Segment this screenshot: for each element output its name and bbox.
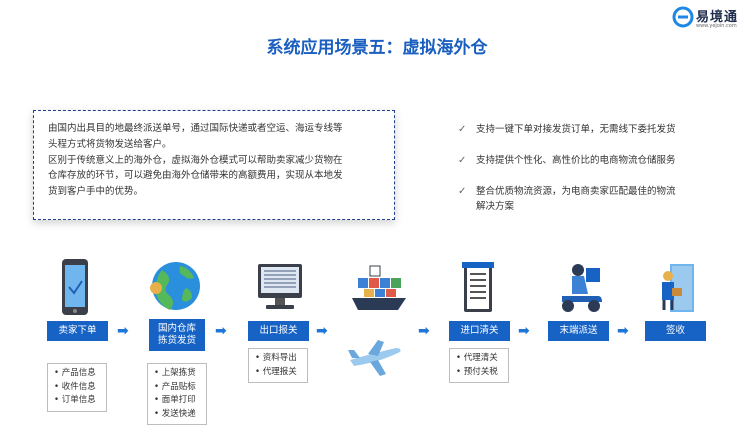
brand-url: www.yejoin.com (696, 23, 737, 29)
feature-item: ✓ 整合优质物流资源，为电商卖家匹配最佳的物流 解决方案 (458, 184, 718, 214)
monitor-icon (258, 264, 302, 309)
step-detail-list: 上架拣货 产品贴标 面单打印 发送快递 (147, 363, 207, 425)
brand-logo-icon (672, 6, 694, 28)
detail-item: 上架拣货 (154, 367, 202, 381)
brand-logo: 易境通 www.yejoin.com (672, 4, 752, 34)
step-domestic-warehouse: 国内仓库 拣货发货 (149, 319, 205, 351)
page-title: 系统应用场景五：虚拟海外仓 (266, 38, 488, 58)
step-label: 国内仓库 拣货发货 (157, 323, 196, 346)
description-line: 由国内出具目的地最终派送单号，通过国际快递或者空运、海运专线等 (48, 123, 343, 134)
detail-item: 产品信息 (54, 367, 102, 381)
detail-item: 收件信息 (54, 381, 102, 395)
arrow-right-icon: ➡ (617, 323, 629, 339)
brand-name: 易境通 (696, 10, 739, 25)
arrow-right-icon: ➡ (316, 323, 328, 339)
step-label: 进口清关 (460, 325, 499, 336)
check-icon: ✓ (458, 186, 467, 197)
step-detail-list: 代理清关 预付关税 (449, 348, 509, 383)
feature-text: 整合优质物流资源，为电商卖家匹配最佳的物流 (476, 186, 676, 197)
detail-item: 资料导出 (255, 352, 303, 366)
delivery-scooter-icon (562, 264, 602, 312)
feature-text: 解决方案 (476, 201, 515, 212)
description-box: 由国内出具目的地最终派送单号，通过国际快递或者空运、海运专线等 头程方式将货物发… (33, 110, 395, 220)
step-label: 出口报关 (259, 325, 298, 336)
step-detail-list: 资料导出 代理报关 (248, 348, 308, 383)
step-label: 签收 (665, 325, 685, 336)
check-icon: ✓ (458, 155, 467, 166)
step-signed: 签收 (645, 321, 706, 341)
arrow-right-icon: ➡ (117, 323, 129, 339)
globe-icon (150, 262, 200, 310)
arrow-right-icon: ➡ (215, 323, 227, 339)
arrow-right-icon: ➡ (518, 323, 530, 339)
step-label: 末端派送 (559, 325, 598, 336)
smartphone-icon (62, 259, 88, 315)
feature-item: ✓ 支持一键下单对接发货订单，无需线下委托发货 (458, 122, 718, 137)
check-icon: ✓ (458, 124, 467, 135)
arrow-right-icon: ➡ (418, 323, 430, 339)
step-label: 卖家下单 (58, 325, 97, 336)
step-export-declaration: 出口报关 (248, 321, 309, 341)
description-line: 仓库存放的环节，可以避免由海外仓储带来的高额费用，实现从本地发 (48, 170, 343, 182)
feature-list: ✓ 支持一键下单对接发货订单，无需线下委托发货 ✓ 支持提供个性化、高性价比的电… (458, 122, 718, 230)
document-icon (462, 262, 494, 312)
detail-item: 发送快递 (154, 408, 202, 422)
step-last-mile: 末端派送 (548, 321, 609, 341)
detail-item: 预付关税 (456, 366, 504, 380)
description-line: 货到客户手中的优势。 (48, 186, 144, 198)
step-seller-order: 卖家下单 (47, 321, 108, 341)
detail-item: 代理清关 (456, 352, 504, 366)
feature-text: 支持一键下单对接发货订单，无需线下委托发货 (476, 124, 676, 135)
cargo-ship-icon (352, 265, 406, 310)
door-delivery-icon (662, 264, 694, 312)
detail-item: 订单信息 (54, 394, 102, 408)
airplane-icon (348, 340, 401, 376)
description-line: 头程方式将货物发送给客户。 (48, 138, 172, 150)
detail-item: 代理报关 (255, 366, 303, 380)
detail-item: 面单打印 (154, 394, 202, 408)
detail-item: 产品贴标 (154, 381, 202, 395)
feature-item: ✓ 支持提供个性化、高性价比的电商物流仓储服务 (458, 153, 718, 168)
step-import-clearance: 进口清关 (449, 321, 510, 341)
description-line: 区别于传统意义上的海外仓，虚拟海外仓模式可以帮助卖家减少货物在 (48, 154, 343, 166)
feature-text: 支持提供个性化、高性价比的电商物流仓储服务 (476, 155, 676, 166)
step-detail-list: 产品信息 收件信息 订单信息 (47, 363, 107, 412)
